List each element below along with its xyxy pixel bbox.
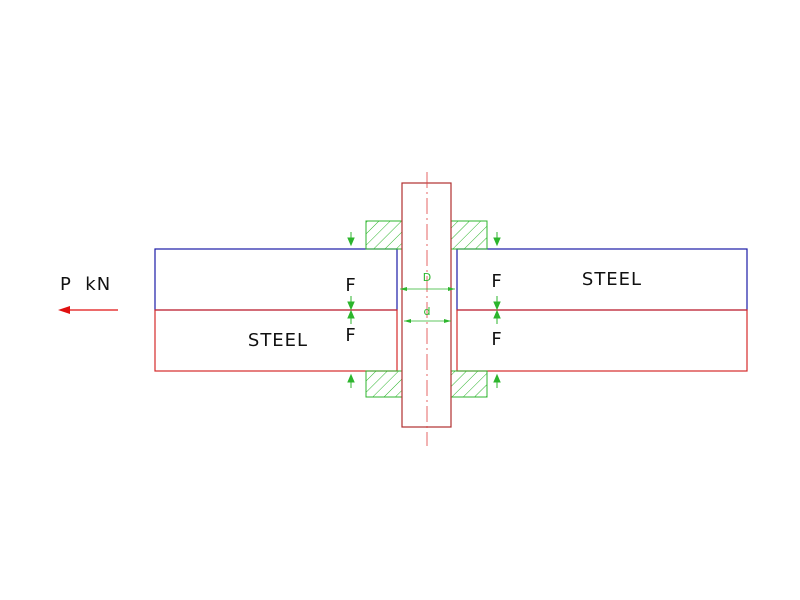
load-label: P kN [60,274,111,295]
force-label-right-lower: F [491,329,502,350]
inner-diameter-label: d [424,305,431,318]
bolt-shank [401,182,452,428]
force-arrows-left [347,232,355,388]
force-label-left-lower: F [345,325,356,346]
force-arrows-right [493,232,501,388]
washer-bottom-right [450,370,488,398]
washer-top-left [365,220,403,250]
load-arrow [58,306,118,314]
left-lower-plate [154,309,398,372]
right-lower-plate [456,309,748,372]
dimension-inner-diameter: d [404,305,451,323]
dimension-outer-diameter: D [400,271,455,291]
force-label-left-upper: F [345,275,356,296]
force-label-right-upper: F [491,271,502,292]
right-plate-material-label: STEEL [582,269,642,290]
left-plate-material-label: STEEL [248,330,308,351]
washer-top-right [450,220,488,250]
left-upper-plate [154,248,398,311]
outer-diameter-label: D [423,271,431,284]
washer-bottom-left [365,370,403,398]
